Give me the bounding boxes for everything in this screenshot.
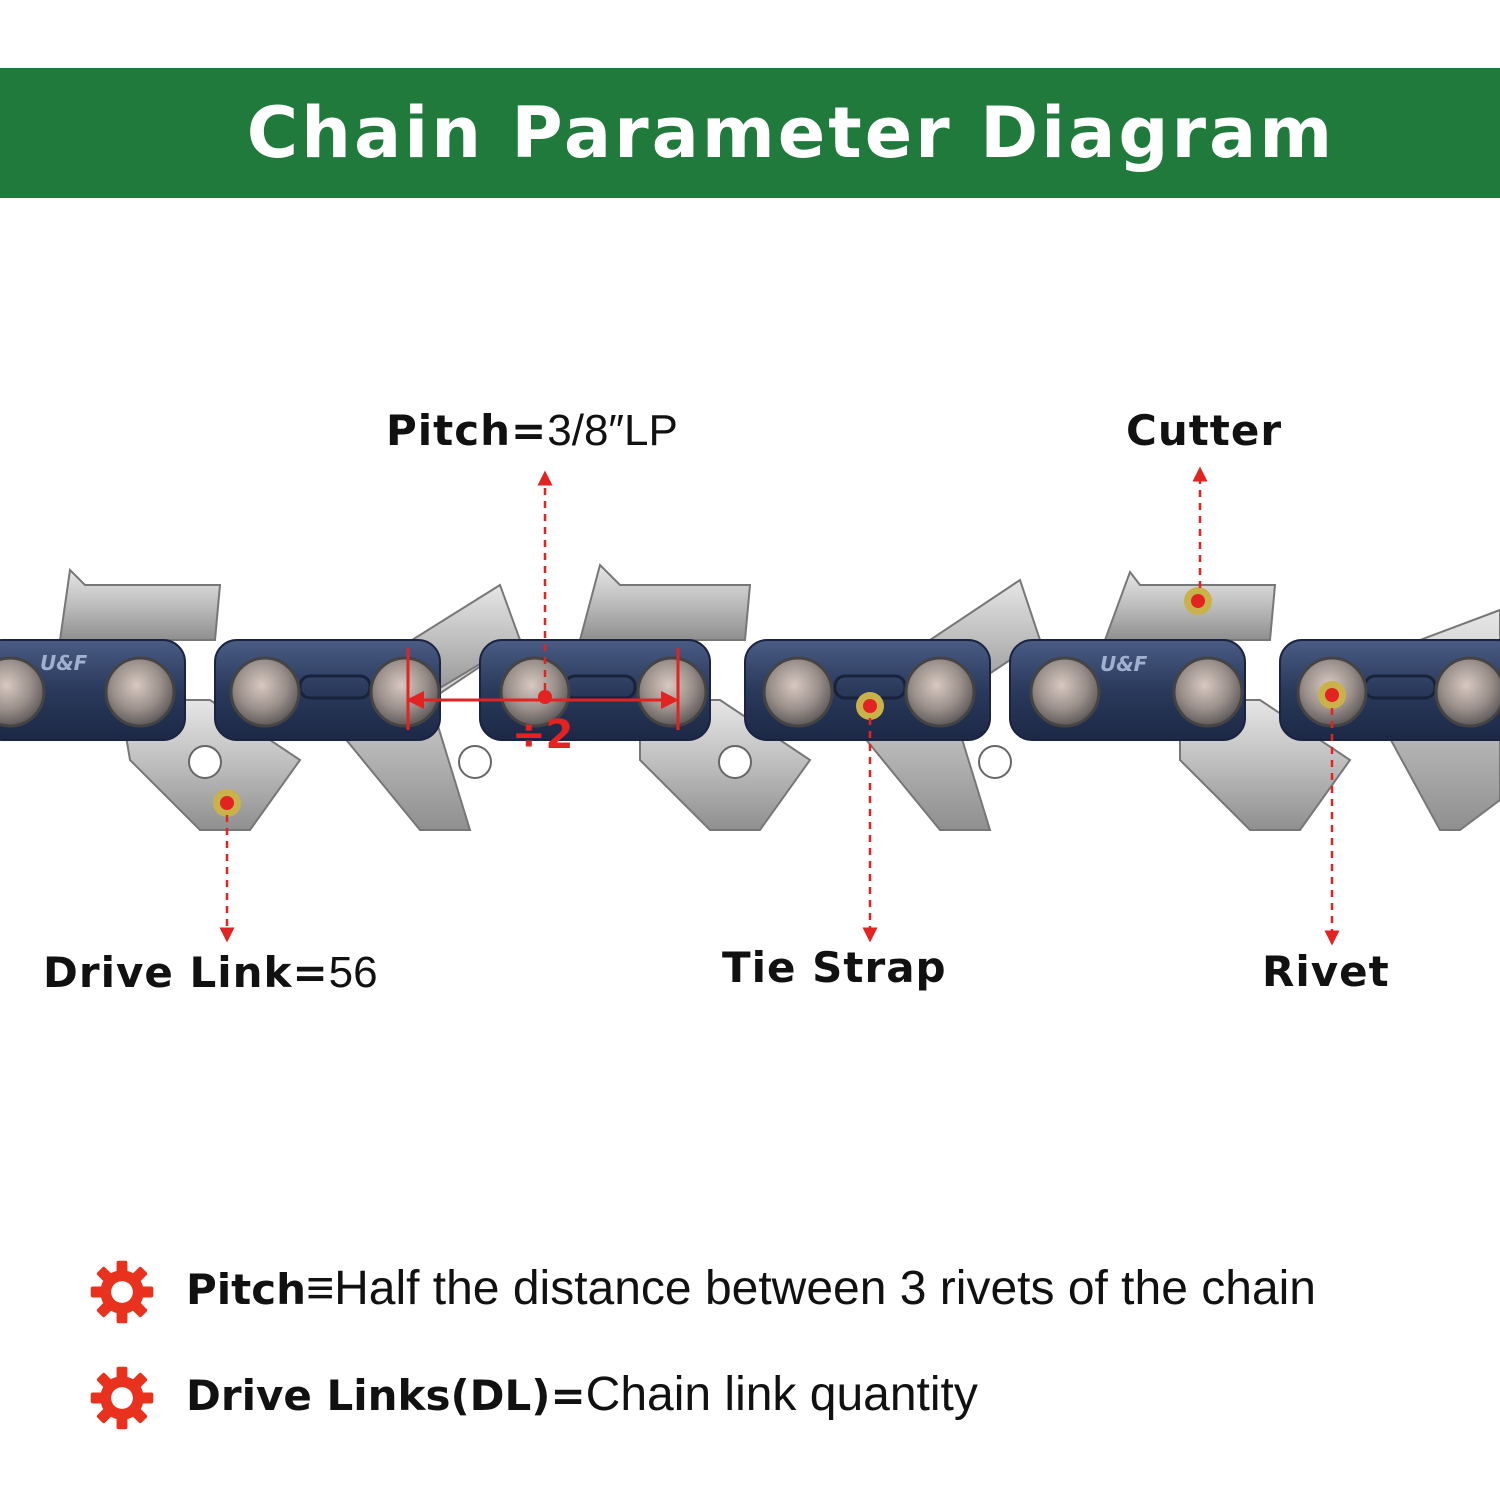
note-drive-links-text: Chain link quantity: [585, 1368, 978, 1421]
drive-link-holes: [188, 745, 1012, 779]
label-tie-strap-name: Tie Strap: [722, 943, 947, 992]
note-drive-links: Drive Links(DL)=Chain link quantity: [88, 1364, 978, 1432]
label-rivet-name: Rivet: [1262, 947, 1390, 996]
leader-arrows: [219, 466, 1340, 946]
brand-mark-left: U&F: [40, 651, 88, 675]
gear-icon: [90, 1366, 154, 1430]
label-pitch-name: Pitch=: [386, 406, 548, 455]
label-tie-strap: Tie Strap: [722, 943, 947, 992]
note-pitch-term: Pitch: [186, 1265, 307, 1314]
title-banner: Chain Parameter Diagram: [0, 68, 1500, 198]
pitch-divisor-mark: ÷2: [512, 712, 573, 758]
note-pitch-separator: ≡: [306, 1262, 335, 1315]
note-drive-links-term: Drive Links(DL)=: [186, 1371, 586, 1420]
label-drive-link-name: Drive Link=: [43, 948, 329, 997]
gear-icon: [90, 1260, 154, 1324]
callout-dots: [213, 587, 1346, 817]
label-pitch-value: 3/8″LP: [547, 406, 678, 455]
label-cutter-name: Cutter: [1126, 406, 1283, 455]
label-rivet: Rivet: [1262, 947, 1390, 996]
label-pitch: Pitch=3/8″LP: [386, 406, 678, 456]
label-drive-link: Drive Link=56: [43, 948, 378, 998]
label-drive-link-value: 56: [328, 948, 378, 997]
rivets: [0, 656, 1500, 728]
label-cutter: Cutter: [1126, 406, 1282, 455]
page-title: Chain Parameter Diagram: [246, 92, 1336, 174]
brand-mark-right: U&F: [1100, 652, 1148, 676]
note-pitch: Pitch≡Half the distance between 3 rivets…: [88, 1258, 1316, 1326]
note-pitch-text: Half the distance between 3 rivets of th…: [334, 1262, 1316, 1315]
